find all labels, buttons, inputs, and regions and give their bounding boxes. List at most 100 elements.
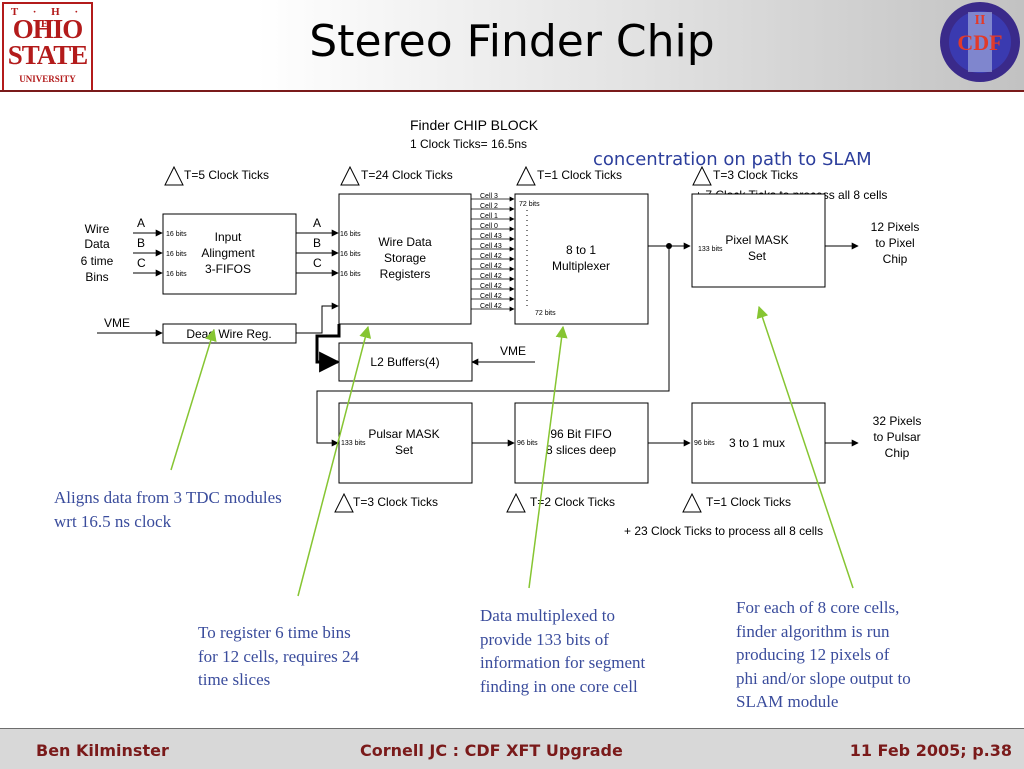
vme-left-label: VME [104, 316, 130, 330]
diagram-title: Finder CHIP BLOCK [410, 117, 539, 133]
header-divider [0, 90, 1024, 92]
osu-logo: T · H · E OHIO STATE UNIVERSITY [2, 2, 93, 92]
annotation-line: For each of 8 core cells, [736, 598, 900, 617]
annotation-line: provide 133 bits of [480, 629, 609, 649]
annotation-line: wrt 16.5 ns clock [54, 511, 172, 531]
bits-label: 16 bits [340, 251, 361, 258]
bits-label: 133 bits [341, 440, 366, 447]
timing-t5: T=5 Clock Ticks [164, 165, 269, 186]
wire-storage-block [338, 193, 472, 325]
wire-label-c: C [313, 256, 322, 270]
pointer-line [170, 328, 217, 471]
pixels-slam-line1: 12 Pixels [871, 220, 920, 234]
wire-block-line3: Registers [380, 267, 431, 281]
dead-wire-label: Dead Wire Reg. [186, 327, 271, 341]
vme-mid-label: VME [500, 344, 526, 358]
timing-triangle-icon [516, 165, 536, 186]
timing-label: T=3 Clock Ticks [353, 495, 438, 509]
pulsar-block-line1: Pulsar MASK [368, 427, 439, 441]
timing-t3-top: T=3 Clock Ticks [692, 165, 798, 186]
fifo-block-line2: 8 slices deep [546, 443, 616, 457]
multiplexer-block [514, 193, 649, 325]
pulsar-block-line2: Set [395, 443, 414, 457]
annotation-line: time slices [198, 670, 271, 689]
input-label-c: C [137, 256, 146, 270]
annotation-register: To register 6 time bins for 12 cells, re… [198, 621, 359, 692]
wire-data-line2: Data [84, 237, 110, 251]
footer-author: Ben Kilminster [36, 741, 169, 760]
cell-label: Cell 42 [480, 253, 502, 260]
footer-bar: Ben Kilminster Cornell JC : CDF XFT Upgr… [0, 728, 1024, 769]
annotation-line: Aligns data from 3 TDC modules [54, 488, 282, 507]
bits-label: 133 bits [698, 246, 723, 253]
page-title: Stereo Finder Chip [309, 16, 715, 67]
concentration-note: concentration on path to SLAM [593, 149, 872, 170]
annotation-core-cells: For each of 8 core cells, finder algorit… [736, 596, 911, 714]
annotation-line: To register 6 time bins [198, 623, 351, 642]
bits-label: 72 bits [519, 201, 540, 208]
cell-label: Cell 42 [480, 293, 502, 300]
input-alignment-block [162, 213, 297, 295]
bits-label: 16 bits [166, 271, 187, 278]
footer-talk: Cornell JC : CDF XFT Upgrade [360, 741, 623, 760]
cdf-logo-numeral-shape [968, 12, 992, 72]
fifo-block [514, 402, 649, 484]
osu-logo-line1: T · H · E [10, 6, 85, 30]
timing-triangle-icon [164, 165, 184, 186]
cdf-logo: CDF II [940, 2, 1020, 82]
pixels-pulsar-line3: Chip [885, 446, 910, 460]
input-block-line1: Input [215, 230, 242, 244]
header-band [0, 0, 1024, 90]
timing-t3-bottom: T=3 Clock Ticks [334, 492, 438, 513]
input-block-line3: 3-FIFOS [205, 262, 251, 276]
wire-label-b: B [313, 236, 321, 250]
diagram-subtitle: 1 Clock Ticks= 16.5ns [410, 137, 527, 151]
timing-triangle-icon [506, 492, 526, 513]
annotation-line: finder algorithm is run [736, 621, 890, 641]
l2-buffers-block [338, 342, 473, 382]
timing-t2-bottom: T=2 Clock Ticks [506, 492, 615, 513]
cell-label: Cell 42 [480, 263, 502, 270]
wire-label-a: A [313, 216, 321, 230]
block-diagram: Finder CHIP BLOCK 1 Clock Ticks= 16.5ns … [81, 117, 922, 597]
timing-label: T=1 Clock Ticks [537, 168, 622, 182]
wire-block-line1: Wire Data [378, 235, 432, 249]
input-label-b: B [137, 236, 145, 250]
plus23-label: + 23 Clock Ticks to process all 8 cells [624, 524, 823, 538]
bits-label: 16 bits [340, 271, 361, 278]
annotation-line: Data multiplexed to [480, 606, 616, 625]
pixels-pulsar-line2: to Pulsar [873, 430, 920, 444]
cell-label: Cell 0 [480, 223, 498, 230]
wire-block-line2: Storage [384, 251, 426, 265]
bits-label: 96 bits [694, 440, 715, 447]
wire-data-line3: 6 time [81, 254, 114, 268]
timing-label: T=3 Clock Ticks [713, 168, 798, 182]
osu-logo-line2: OHIO [12, 14, 84, 44]
pointer-line [756, 305, 854, 589]
wire-data-line4: Bins [85, 270, 108, 284]
annotation-line: phi and/or slope output to [736, 668, 911, 688]
pixels-slam-line2: to Pixel [875, 236, 914, 250]
timing-triangle-icon [334, 492, 354, 513]
osu-logo-line4: UNIVERSITY [19, 74, 76, 84]
mux3-block-label: 3 to 1 mux [729, 436, 785, 450]
annotation-line: producing 12 pixels of [736, 645, 890, 664]
cell-label: Cell 1 [480, 213, 498, 220]
pointer-line [528, 325, 568, 589]
cell-label: Cell 2 [480, 203, 498, 210]
cdf-logo-numeral: II [975, 13, 986, 28]
l2-buffers-label: L2 Buffers(4) [370, 355, 439, 369]
bits-label: 72 bits [535, 310, 556, 317]
input-label-a: A [137, 216, 145, 230]
fifo-block-line1: 96 Bit FIFO [550, 427, 611, 441]
annotation-line: SLAM module [736, 692, 839, 711]
pixels-slam-line3: Chip [883, 252, 908, 266]
annotation-line: finding in one core cell [480, 676, 638, 696]
timing-triangle-icon [692, 165, 712, 186]
timing-label: T=2 Clock Ticks [530, 495, 615, 509]
footer-date-page: 11 Feb 2005; p.38 [849, 741, 1012, 760]
timing-triangle-icon [682, 492, 702, 513]
timing-t1-bottom: T=1 Clock Ticks [682, 492, 791, 513]
pixel-mask-block [691, 193, 826, 288]
pixels-pulsar-line1: 32 Pixels [873, 414, 922, 428]
